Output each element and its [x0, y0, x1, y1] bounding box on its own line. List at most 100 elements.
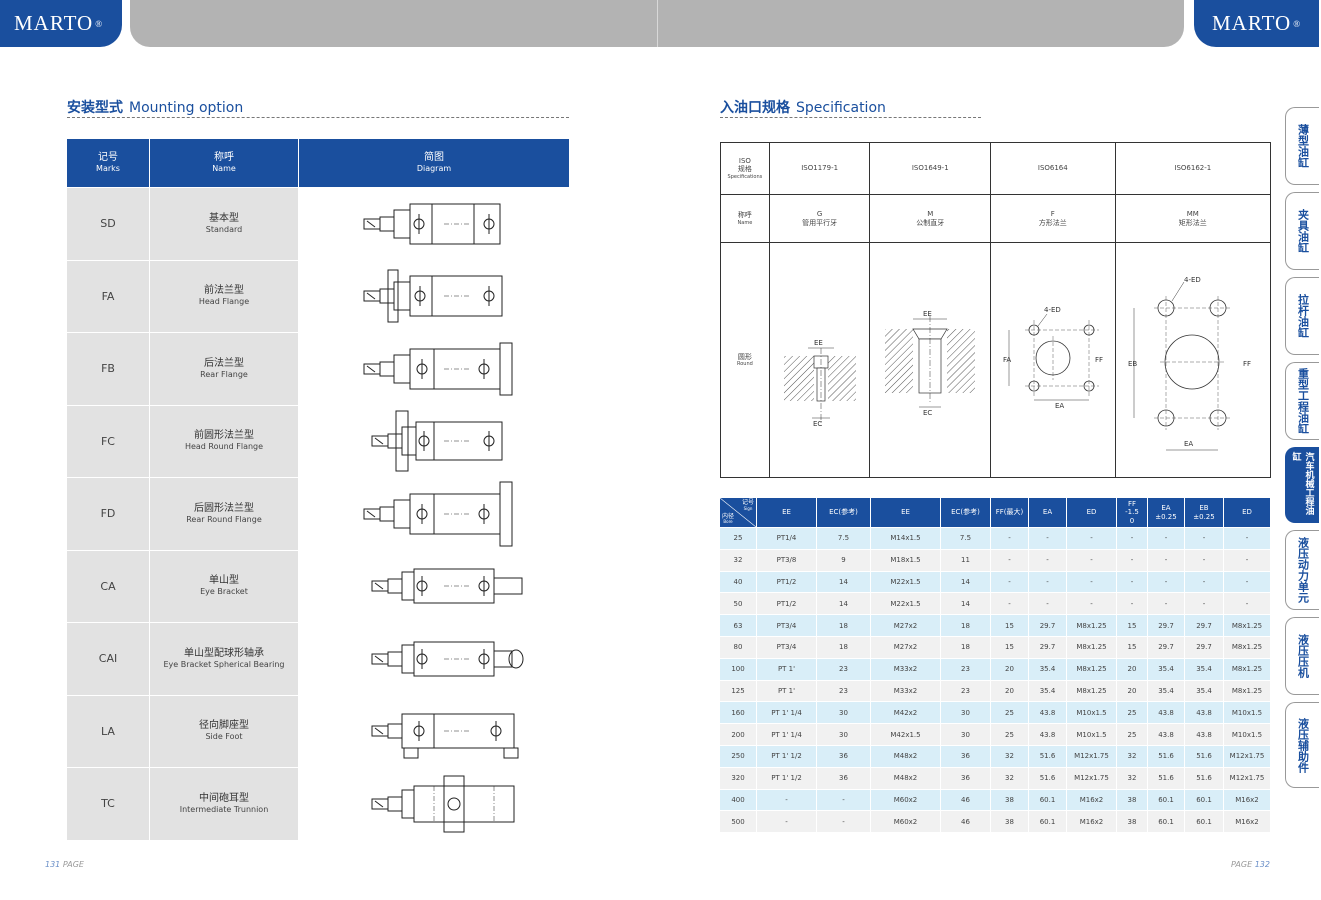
- spec-iso-cell: ISO6164: [991, 143, 1116, 194]
- table-cell: 35.4: [1148, 679, 1185, 702]
- table-cell: M8x1.25: [1224, 635, 1271, 658]
- table-cell: 60.1: [1185, 788, 1224, 811]
- brand-mark: ®: [1293, 18, 1302, 29]
- table-cell: 29.7: [1148, 635, 1185, 658]
- mounting-title-en: Mounting option: [129, 100, 244, 116]
- table-cell: 32: [991, 744, 1029, 767]
- table-cell: -: [757, 810, 817, 833]
- column-header: EC(参考): [817, 498, 871, 527]
- column-header: EE: [871, 498, 941, 527]
- table-cell: -: [1117, 527, 1148, 549]
- mounting-title-zh: 安装型式: [67, 100, 123, 116]
- table-cell: 15: [991, 614, 1029, 636]
- table-cell: -: [1185, 570, 1224, 593]
- table-cell: 30: [941, 701, 991, 724]
- port-m-diagram: EE EC: [870, 243, 992, 477]
- table-cell: 43.8: [1148, 701, 1185, 724]
- table-cell: 7.5: [817, 527, 871, 549]
- table-cell: M33x2: [871, 657, 941, 680]
- port-f-diagram: FA EA FF 4-ED: [991, 243, 1116, 477]
- table-cell: 35.4: [1185, 679, 1224, 702]
- category-tab[interactable]: 重型工程油缸: [1285, 362, 1319, 440]
- spec-iso-cell: ISO1179-1: [770, 143, 871, 194]
- brand-logo-left: MARTO®: [0, 0, 122, 47]
- table-cell: -: [1117, 592, 1148, 615]
- table-cell: 29.7: [1185, 635, 1224, 658]
- table-cell: PT 1' 1/2: [757, 744, 817, 767]
- bore-cell: 63: [720, 614, 757, 636]
- table-cell: M27x2: [871, 614, 941, 636]
- table-cell: -: [1185, 527, 1224, 549]
- bore-cell: 500: [720, 810, 757, 833]
- table-cell: M8x1.25: [1224, 657, 1271, 680]
- mount-diagram: [299, 768, 569, 840]
- table-cell: PT 1': [757, 679, 817, 702]
- dim-ff: FF: [1095, 356, 1103, 364]
- table-cell: 29.7: [1148, 614, 1185, 636]
- table-cell: -: [1148, 570, 1185, 593]
- category-tab[interactable]: 汽车机械工程油缸: [1285, 447, 1319, 523]
- table-cell: 14: [817, 570, 871, 593]
- mount-diagram: [299, 623, 569, 695]
- table-cell: 23: [817, 657, 871, 680]
- table-cell: PT3/4: [757, 614, 817, 636]
- spec-iso-cell: ISO1649-1: [870, 143, 992, 194]
- dim-4ed: 4-ED: [1184, 276, 1201, 284]
- table-cell: PT 1' 1/4: [757, 723, 817, 745]
- table-cell: 23: [817, 679, 871, 702]
- table-cell: 36: [817, 766, 871, 789]
- table-cell: 14: [941, 592, 991, 615]
- category-tabs: 薄型油缸夹具油缸拉杆油缸重型工程油缸汽车机械工程油缸液压动力单元液压压机液压辅助…: [1285, 107, 1321, 795]
- dim-ee: EE: [814, 339, 823, 347]
- column-header: EE: [757, 498, 817, 527]
- header-band: [130, 0, 1184, 47]
- category-tab[interactable]: 液压动力单元: [1285, 530, 1319, 610]
- table-cell: 38: [1117, 810, 1148, 833]
- table-cell: M12x1.75: [1067, 766, 1117, 789]
- table-cell: 25: [1117, 701, 1148, 724]
- table-cell: 35.4: [1148, 657, 1185, 680]
- table-cell: 11: [941, 548, 991, 571]
- dim-fa: FA: [1003, 356, 1011, 364]
- category-tab[interactable]: 液压辅助件: [1285, 702, 1319, 788]
- table-cell: PT3/4: [757, 635, 817, 658]
- mount-diagram: [299, 695, 569, 767]
- table-cell: 38: [991, 788, 1029, 811]
- table-cell: M10x1.5: [1224, 701, 1271, 724]
- mount-diagram: [299, 405, 569, 477]
- table-cell: PT1/2: [757, 592, 817, 615]
- category-tab[interactable]: 薄型油缸: [1285, 107, 1319, 185]
- table-cell: 29.7: [1029, 614, 1067, 636]
- table-cell: 18: [817, 635, 871, 658]
- table-cell: 25: [991, 723, 1029, 745]
- bore-cell: 320: [720, 766, 757, 789]
- dim-eb: EB: [1128, 360, 1137, 368]
- column-header: EA: [1029, 498, 1067, 527]
- bore-cell: 125: [720, 679, 757, 702]
- category-tab[interactable]: 夹具油缸: [1285, 192, 1319, 270]
- table-cell: 43.8: [1029, 723, 1067, 745]
- table-cell: 20: [1117, 657, 1148, 680]
- mount-mark: SD: [67, 188, 150, 260]
- table-cell: 14: [941, 570, 991, 593]
- mount-mark: CAI: [67, 623, 150, 695]
- column-header: EA ±0.25: [1148, 498, 1185, 527]
- table-cell: 30: [817, 723, 871, 745]
- category-tab[interactable]: 液压压机: [1285, 617, 1319, 695]
- category-tab[interactable]: 拉杆油缸: [1285, 277, 1319, 355]
